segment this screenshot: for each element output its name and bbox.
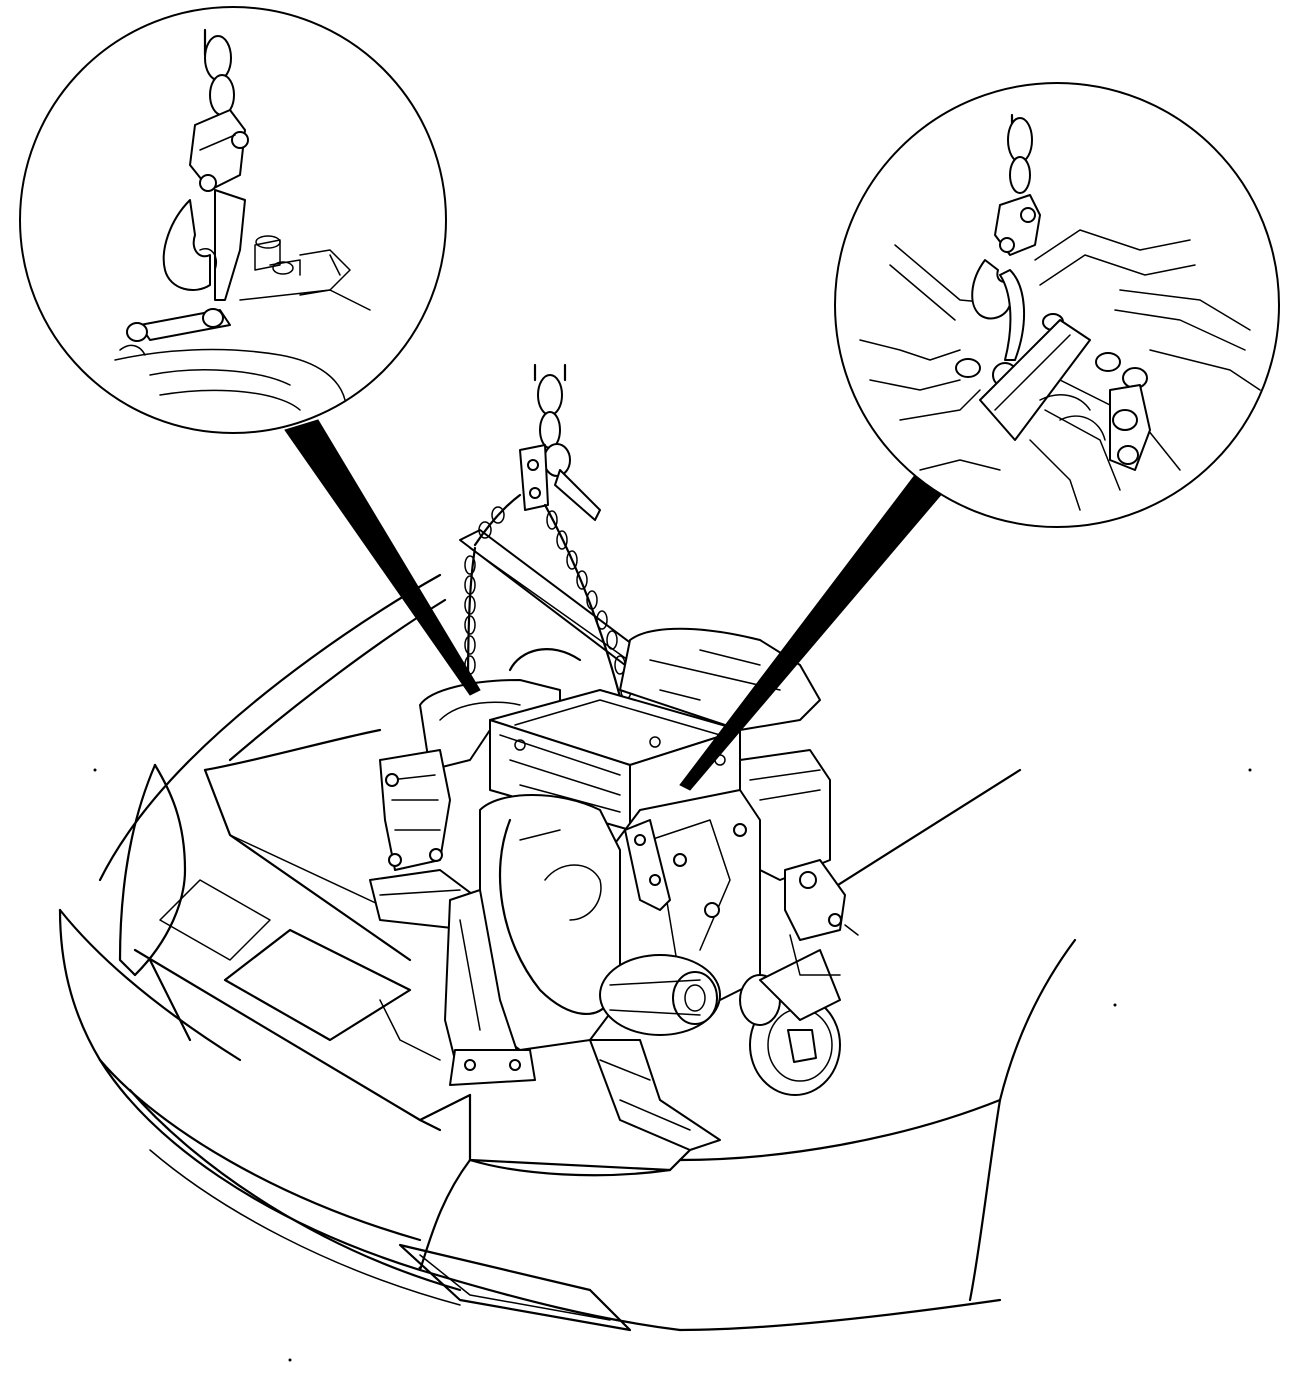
engine-hoist-chain xyxy=(459,363,642,850)
detail-circle-left xyxy=(19,6,447,434)
engine-assembly xyxy=(369,627,859,1151)
car-body xyxy=(58,573,1077,1332)
scan-dots xyxy=(93,768,1252,1362)
detail-circle-right xyxy=(834,82,1280,528)
callout-pointers xyxy=(284,419,946,791)
